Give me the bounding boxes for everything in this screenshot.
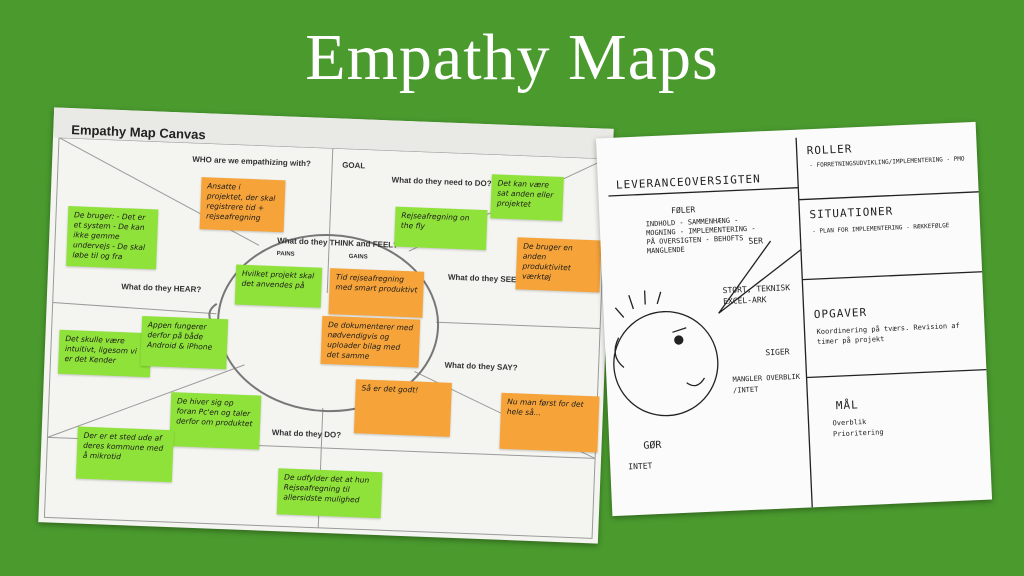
sticky-note: Nu man først for det hele så... [499, 392, 600, 453]
say-label: SIGER [765, 347, 790, 358]
see-label: SER [748, 236, 764, 246]
situation-label: SITUATIONER [809, 204, 894, 222]
goals-items: Overblik Prioritering [832, 417, 884, 439]
paper-drawing [608, 137, 987, 508]
empathy-map-canvas-photo: Empathy Map Canvas GOAL WHO are we empat… [38, 107, 614, 544]
sticky-note: Tid rejseafregning med smart produktivt [328, 268, 425, 318]
goals-label: MÅL [835, 398, 859, 413]
do-items: INTET [628, 461, 653, 472]
sticky-note: De bruger: - Det er et system - De kan i… [66, 206, 159, 270]
section-pains: PAINS [276, 251, 295, 258]
tasks-label: OPGAVER [813, 305, 868, 322]
sticky-note: De bruger en anden produktivitet værktøj [515, 237, 602, 293]
sticky-note: Det kan være sat anden eller projektet [490, 174, 564, 221]
section-gains: GAINS [348, 253, 368, 261]
see-items: STORT, TEKNISK EXCEL-ARK [722, 283, 791, 307]
sticky-note: De hiver sig op foran Pc'en og taler der… [169, 392, 262, 450]
sticky-note: Det skulle være intuitivt, ligesom vi er… [57, 329, 152, 378]
sticky-note: Ansatte i projektet, der skal registrere… [199, 177, 286, 233]
roles-label: ROLLER [806, 142, 853, 158]
sticky-note: Så er det godt! [353, 379, 452, 437]
say-items: MANGLER OVERBLIK /INTET [732, 372, 801, 395]
sticky-note: Hvilket projekt skal det anvendes på [234, 264, 323, 308]
feel-label: FØLER [670, 205, 696, 216]
sticky-note: Rejseafregning on the fly [394, 206, 488, 251]
sticky-note: Der er et sted ude af deres kommune med … [75, 426, 174, 483]
canvas-goal-label: GOAL [342, 160, 366, 171]
sticky-note: Appen fungerer derfor på både Android & … [140, 315, 229, 370]
page-title: Empathy Maps [305, 21, 719, 94]
do-label: GØR [643, 439, 662, 452]
sticky-note: De dokumenterer med nødvendigvis og uplo… [320, 315, 421, 368]
hand-drawn-leverance-paper: LEVERANCEOVERSIGTEN FØLER INDHOLD - SAMM… [595, 121, 993, 517]
sticky-note: De udfylder det at hun Rejseafregning ti… [276, 468, 383, 519]
